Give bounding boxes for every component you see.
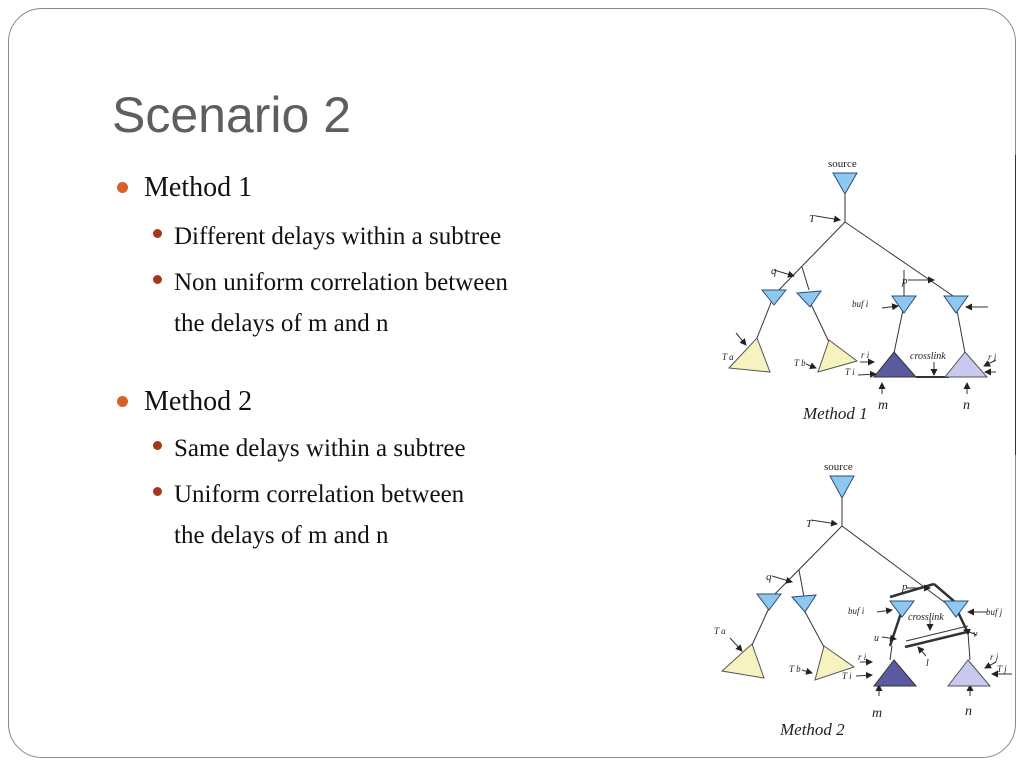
label-Tj: T j	[997, 664, 1007, 674]
label-Ti: T i	[845, 367, 855, 377]
buf-j-node-icon	[943, 600, 969, 618]
buf-i-node-icon	[891, 295, 917, 314]
bullet-same-delays: Same delays within a subtree	[153, 428, 636, 469]
label-buf-j: buf j	[986, 607, 1003, 617]
bullet-text: Same delays within a subtree	[174, 435, 466, 462]
method-1-diagram	[735, 194, 997, 394]
label-rj: r j	[990, 652, 999, 662]
label-p: p	[901, 275, 908, 287]
method-diagrams: source T q p buf i T a T b r i T i cross…	[714, 158, 1012, 739]
method-1-labels: source T q p buf i T a T b r i T i cross…	[722, 158, 997, 423]
label-source: source	[824, 461, 853, 473]
label-crosslink: crosslink	[910, 351, 946, 362]
method-2-diagram	[729, 498, 1012, 696]
caption-method-2: Method 2	[779, 720, 845, 739]
label-buf-i: buf i	[848, 606, 865, 616]
label-crosslink: crosslink	[908, 612, 944, 623]
buf-j-node-icon	[943, 295, 969, 314]
label-m: m	[878, 398, 888, 413]
label-Ti: T i	[842, 671, 852, 681]
label-q: q	[766, 571, 772, 583]
subtree-i-icon	[872, 659, 918, 687]
label-Ta: T a	[722, 352, 734, 362]
label-q: q	[771, 265, 777, 277]
bullet-non-uniform-correlation: Non uniform correlation between the dela…	[153, 262, 636, 344]
subtree-j-icon	[943, 351, 989, 378]
bullet-different-delays: Different delays within a subtree	[153, 216, 636, 257]
bullet-uniform-correlation: Uniform correlation between the delays o…	[153, 474, 636, 556]
bullet-method-2: Method 2	[116, 382, 636, 422]
label-Tb: T b	[789, 664, 801, 674]
label-ri: r i	[858, 652, 867, 662]
label-u: u	[874, 633, 879, 644]
buf-i-node-icon	[889, 600, 915, 618]
bullet-text: Different delays within a subtree	[174, 223, 502, 250]
label-v: v	[973, 629, 978, 640]
source-node-icon	[832, 172, 858, 196]
bullet-method-1: Method 1	[116, 168, 636, 208]
label-buf-i: buf i	[852, 299, 869, 309]
subtree-b-icon	[814, 645, 856, 681]
label-l: l	[926, 658, 929, 669]
label-n: n	[965, 704, 972, 719]
caption-method-1: Method 1	[802, 404, 868, 423]
slide-title: Scenario 2	[112, 87, 352, 143]
subtree-a-icon	[720, 643, 765, 679]
label-T: T	[806, 518, 813, 530]
q-node-left-icon	[760, 289, 788, 306]
slide-edge-mark	[1015, 155, 1016, 455]
subtree-b-icon	[817, 339, 859, 373]
label-T: T	[809, 213, 816, 225]
q-node-left-icon	[756, 593, 782, 611]
label-Ta: T a	[714, 626, 726, 636]
label-Tb: T b	[794, 358, 806, 368]
bullet-text-line1: Non uniform correlation between	[174, 269, 508, 296]
bullet-text-line2: the delays of m and n	[174, 522, 389, 549]
bullet-list: Method 1 Different delays within a subtr…	[116, 168, 636, 556]
method-2-labels: source T q p buf i buf j crosslink u v l…	[714, 461, 1007, 739]
bullet-text-line2: the delays of m and n	[174, 310, 389, 337]
method-2-nodes	[720, 475, 992, 687]
subtree-a-icon	[727, 337, 771, 373]
q-node-right-icon	[790, 594, 817, 613]
bullet-text-line1: Uniform correlation between	[174, 481, 465, 508]
label-n: n	[963, 398, 970, 413]
method-1-nodes	[727, 172, 989, 378]
subtree-i-icon	[872, 351, 918, 378]
label-source: source	[828, 158, 857, 170]
label-ri: r i	[861, 350, 870, 360]
label-m: m	[872, 706, 882, 721]
q-node-right-icon	[795, 290, 823, 308]
subtree-j-icon	[946, 659, 992, 687]
slide-frame	[8, 8, 1016, 758]
label-rj: r j	[988, 352, 997, 362]
label-p: p	[901, 581, 908, 593]
source-node-icon	[829, 475, 855, 500]
